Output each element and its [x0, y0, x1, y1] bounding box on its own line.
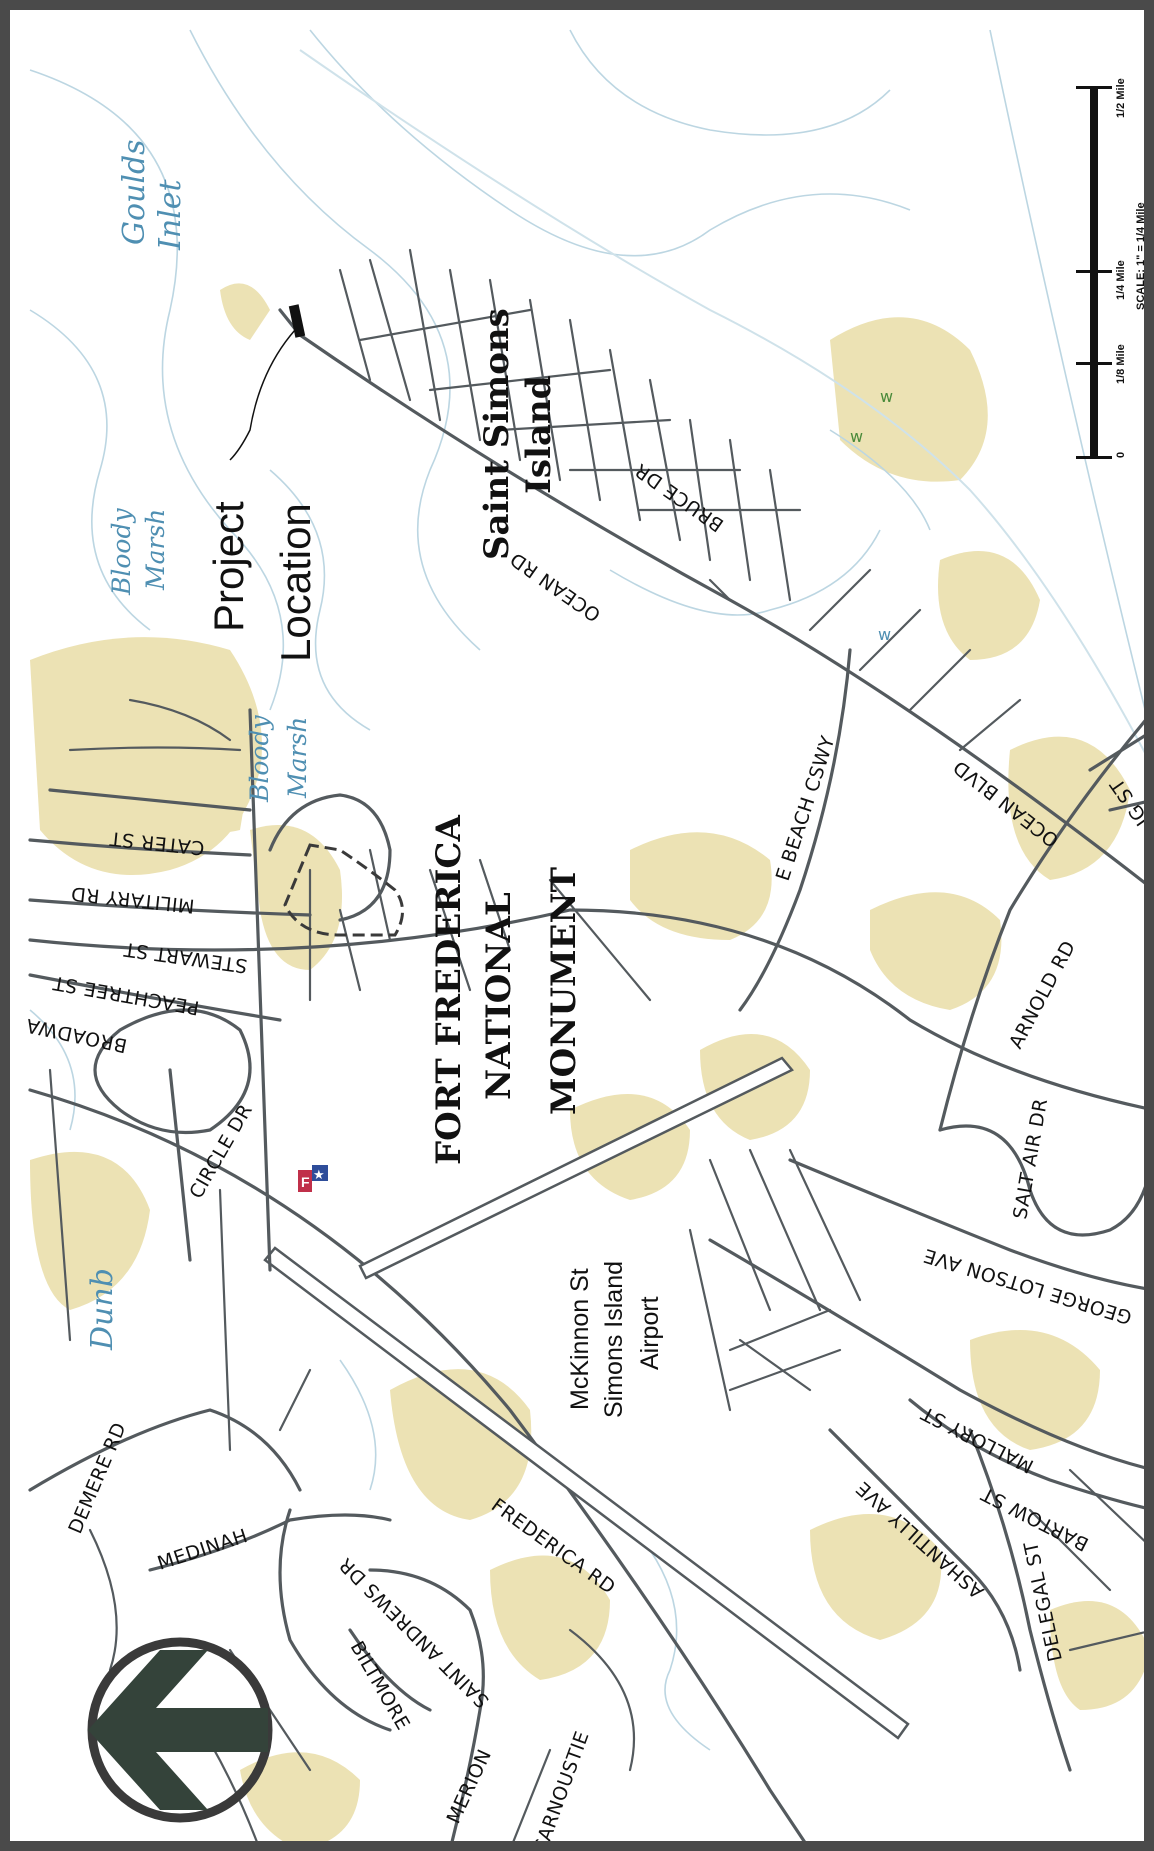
goulds-inlet-label: Goulds	[117, 139, 152, 245]
north-arrow-icon	[87, 1637, 273, 1823]
project-location-marker	[229, 304, 306, 461]
map-canvas: F ★ ᴡ ᴡ ᴡ Goulds Inlet Bloody Marsh Bloo…	[24, 29, 1147, 1851]
airport-label: McKinnon St	[566, 1268, 594, 1410]
scale-note: SCALE: 1" = 1/4 Mile	[1135, 202, 1147, 310]
street-label-medinah: MEDINAH	[155, 1525, 251, 1575]
scale-bar: 0 1/8 Mile 1/4 Mile 1/2 Mile SCALE: 1" =…	[1076, 78, 1147, 459]
street-label-salt-air-dr: SALT AIR DR	[1009, 1097, 1052, 1221]
street-label-carnoustie: CARNOUSTIE	[529, 1728, 594, 1851]
street-label-biltmore: BILTMORE	[346, 1638, 414, 1735]
fort-frederica-label: MONUMENT	[544, 867, 584, 1115]
bloody-marsh-label: Marsh	[141, 509, 170, 591]
street-label-circle-dr: CIRCLE DR	[185, 1100, 257, 1202]
scale-tick-1-4: 1/4 Mile	[1115, 260, 1127, 300]
scale-tick-1-8: 1/8 Mile	[1115, 344, 1127, 384]
saint-simons-island-label: Saint Simons	[477, 308, 517, 560]
street-label-arnold-rd: ARNOLD RD	[1005, 937, 1080, 1052]
marsh-grass-icon: ᴡ	[878, 625, 891, 644]
street-label-demere-rd: DEMERE RD	[64, 1419, 131, 1537]
project-location-label: Project	[205, 501, 252, 632]
scale-tick-1-2: 1/2 Mile	[1115, 78, 1127, 118]
street-label-stewart-st: STEWART ST	[122, 938, 248, 977]
airport-label: Simons Island	[600, 1261, 628, 1418]
marsh-grass-icon: ᴡ ᴡ	[850, 387, 893, 446]
svg-text:ᴡ: ᴡ	[850, 427, 863, 446]
airport-label: Airport	[636, 1296, 664, 1370]
marsh-lines	[29, 29, 1144, 1751]
road-network	[28, 248, 1144, 1841]
project-location-label: Location	[272, 503, 319, 662]
bloody-marsh-label: Bloody	[107, 508, 136, 596]
street-label-broadway: BROADWA	[24, 1014, 129, 1057]
fort-frederica-label: NATIONAL	[479, 892, 519, 1100]
vegetation-layer	[30, 283, 1144, 1841]
fort-frederica-marker-icon: F ★	[298, 1165, 328, 1192]
goulds-inlet-label: Inlet	[153, 178, 188, 251]
street-label-military-rd: MILITARY RD	[70, 882, 196, 917]
saint-simons-island-label: Island	[519, 376, 559, 495]
monument-boundary	[283, 843, 404, 937]
scale-tick-0: 0	[1115, 452, 1127, 458]
street-label-e-beach-cswy: E BEACH CSWY	[772, 733, 840, 883]
street-label-peachtree-st: PEACHTREE ST	[51, 971, 201, 1018]
svg-text:★: ★	[313, 1168, 325, 1183]
street-label-ocean-rd: OCEAN RD	[506, 547, 605, 625]
fort-frederica-label: FORT FREDERICA	[429, 815, 469, 1165]
street-label-merion: MERION	[443, 1746, 496, 1827]
dunbar-creek-label: Dunb	[85, 1268, 120, 1351]
shoreline	[299, 49, 1144, 754]
street-label-delegal-st: DELEGAL ST	[1020, 1539, 1067, 1663]
svg-text:F: F	[301, 1174, 310, 1190]
bloody-marsh-label: Bloody	[245, 715, 274, 803]
svg-text:ᴡ: ᴡ	[880, 387, 893, 406]
bloody-marsh-label: Marsh	[283, 717, 312, 799]
